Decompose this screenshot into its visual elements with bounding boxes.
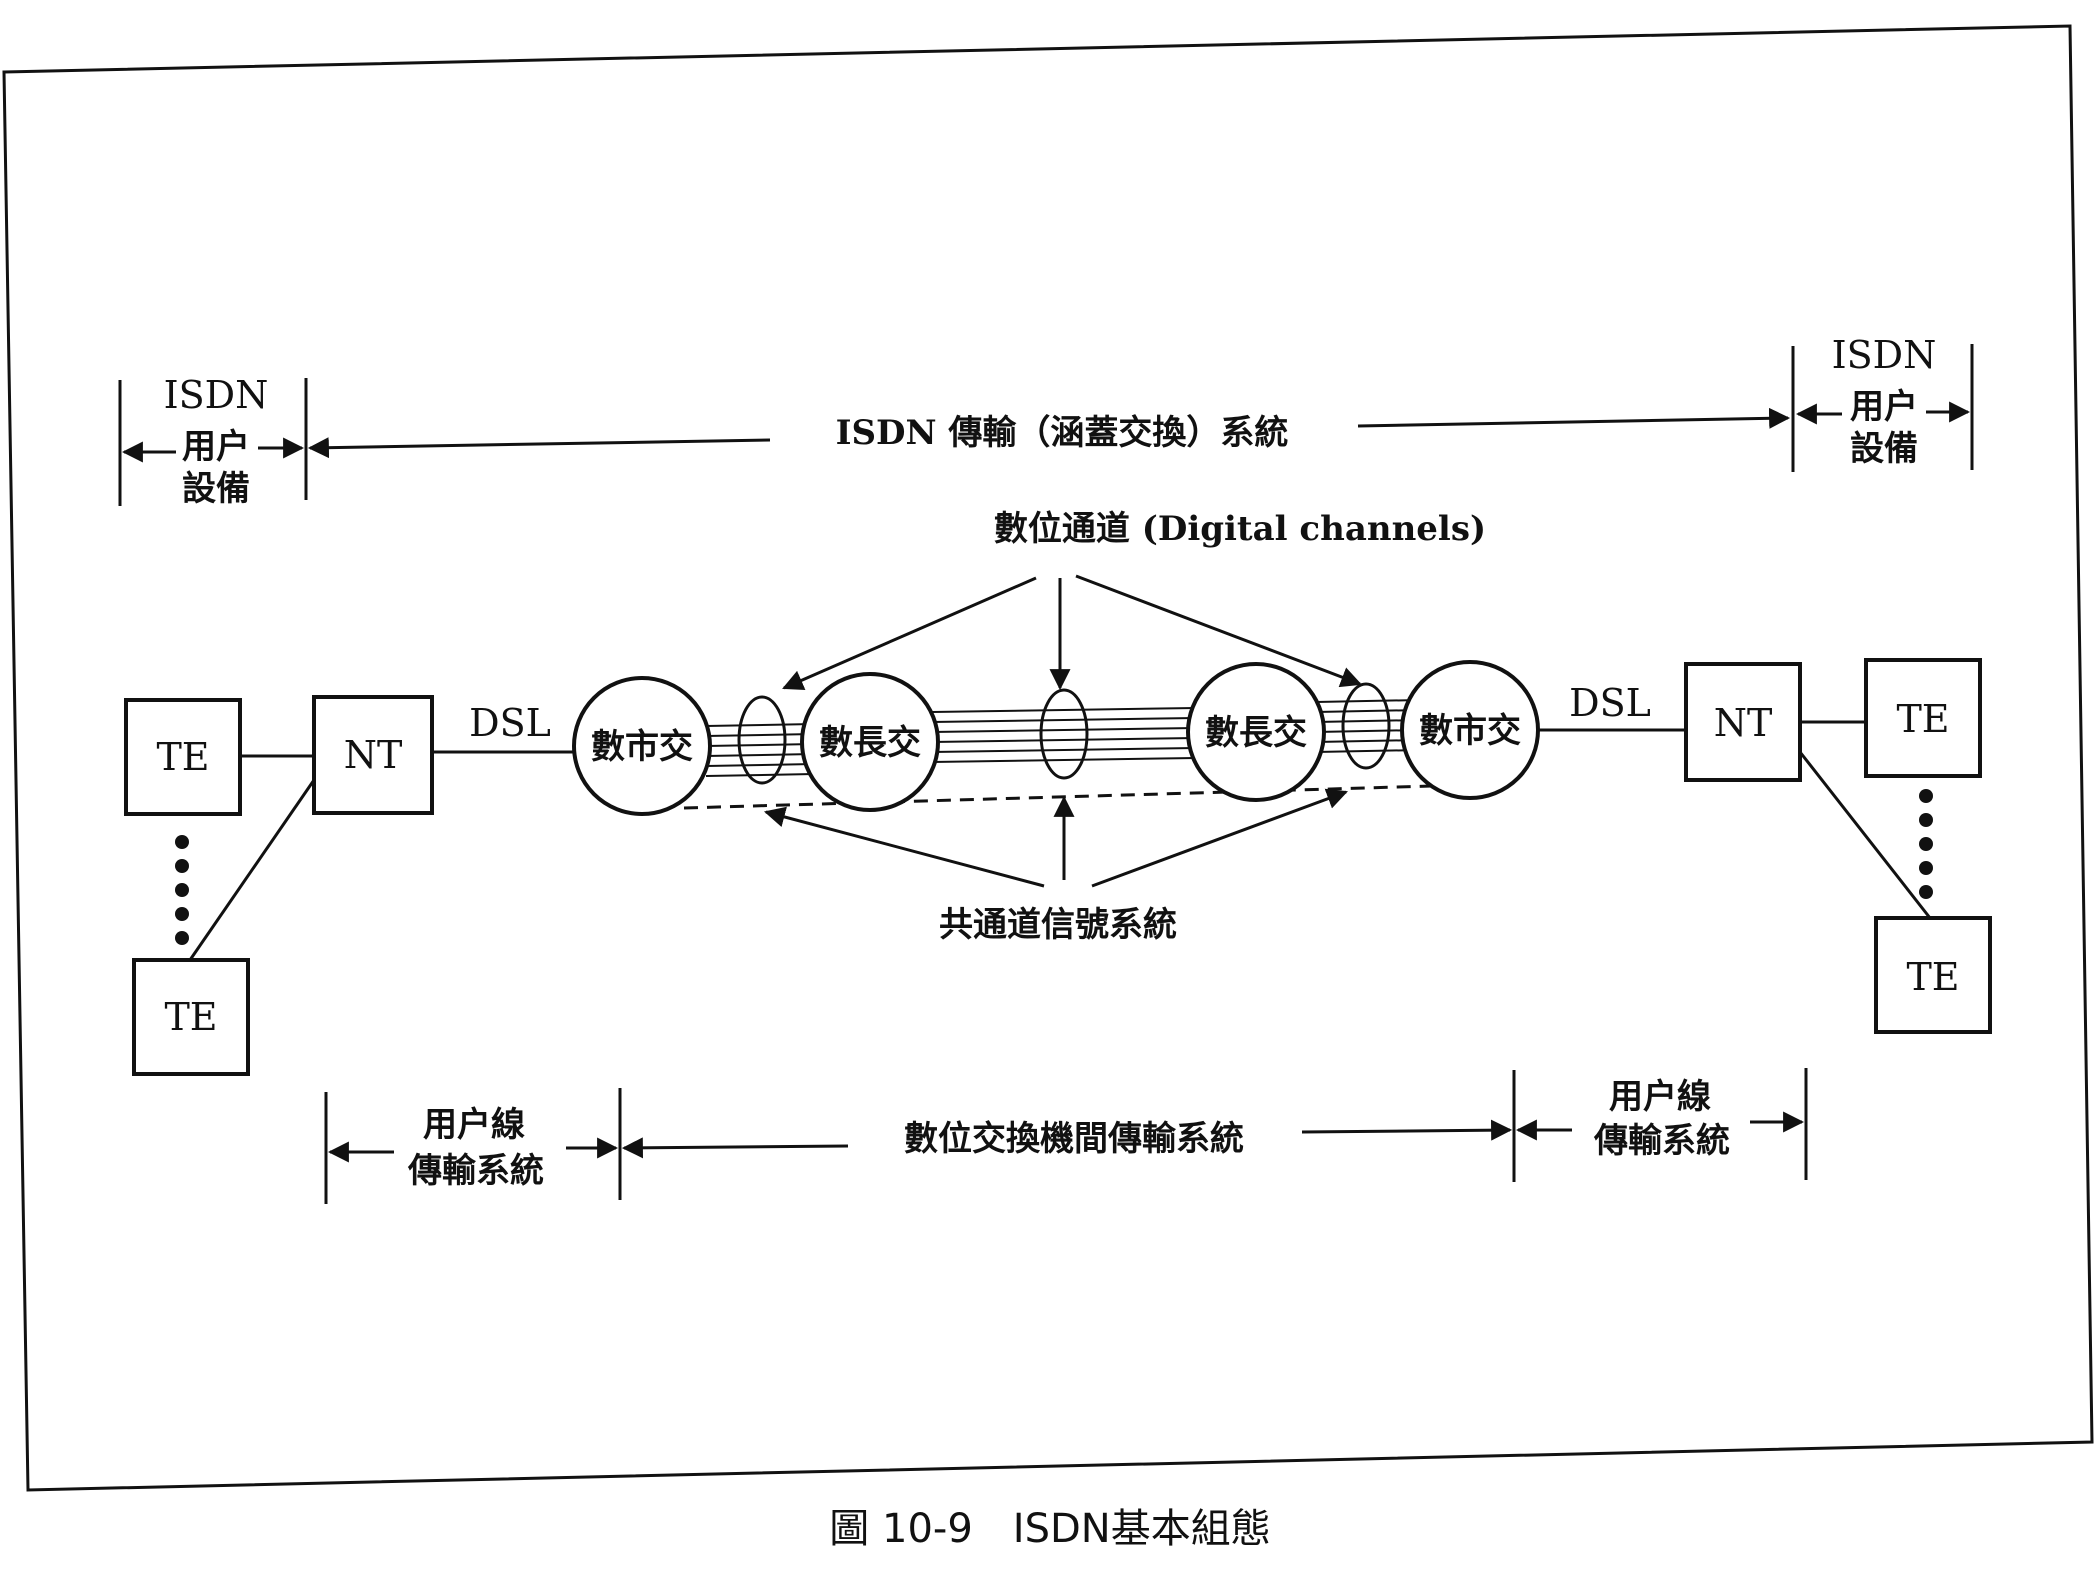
te-left-bottom — [132, 958, 250, 1076]
left-user-equipment-device: 設備 — [182, 469, 250, 509]
local-exchange-right-label: 數市交 — [1419, 711, 1521, 751]
top-dimension-lines — [118, 344, 1974, 506]
right-user-equipment-user: 用户 — [1850, 387, 1918, 427]
inter-exchange-label: 數位交換機間傳輸系統 — [904, 1119, 1244, 1159]
figure-caption: 圖 10-9 ISDN基本組態 — [829, 1506, 1270, 1552]
te-left-top-label: TE — [156, 735, 209, 779]
dsl-right-label: DSL — [1569, 681, 1651, 725]
digital-channel-arrows — [782, 574, 1362, 691]
left-subscriber-line-l2: 傳輸系統 — [407, 1151, 544, 1191]
te-right-top-label: TE — [1896, 697, 1949, 741]
local-exchange-right — [1400, 660, 1540, 800]
right-subscriber-line-l1: 用户線 — [1609, 1077, 1711, 1117]
outer-frame — [2, 24, 2094, 1492]
te-right-bottom-label: TE — [1906, 955, 1959, 999]
exchanges: 數市交 數長交 數長交 數市交 — [572, 660, 1540, 816]
left-subscriber-line-l1: 用户線 — [423, 1105, 525, 1145]
toll-exchange-left-label: 數長交 — [819, 723, 921, 763]
right-user-equipment-isdn: ISDN — [1832, 333, 1937, 377]
te-right-top — [1864, 658, 1982, 778]
nt-left — [312, 695, 434, 815]
toll-exchange-right — [1186, 662, 1326, 802]
left-terminals: TE TE NT DSL — [124, 695, 574, 1076]
left-ellipsis-dots — [175, 835, 189, 945]
nt-left-label: NT — [344, 733, 403, 777]
nt-right-label: NT — [1714, 701, 1773, 745]
te-right-bottom — [1874, 916, 1992, 1034]
toll-exchange-right-label: 數長交 — [1205, 713, 1307, 753]
right-ellipsis-dots — [1919, 789, 1933, 899]
right-subscriber-line-l2: 傳輸系統 — [1593, 1121, 1730, 1161]
right-terminals: NT TE TE DSL — [1534, 658, 1992, 1034]
left-user-equipment-isdn: ISDN — [164, 373, 269, 417]
common-channel-dashed-line — [683, 784, 1433, 810]
common-channel-label: 共通道信號系統 — [939, 905, 1177, 945]
te-left-bottom-label: TE — [164, 995, 217, 1039]
left-user-equipment-user: 用户 — [182, 427, 250, 467]
local-exchange-left-label: 數市交 — [591, 727, 693, 767]
digital-channels-label: 數位通道 (Digital channels) — [994, 509, 1486, 549]
dsl-left-label: DSL — [469, 701, 551, 745]
common-channel-arrows — [763, 788, 1348, 888]
local-exchange-left — [572, 676, 712, 816]
toll-exchange-left — [800, 672, 940, 812]
right-user-equipment-device: 設備 — [1850, 429, 1918, 469]
bottom-dimension-lines — [324, 1068, 1808, 1204]
transport-system-label: ISDN 傳輸（涵蓋交換）系統 — [836, 413, 1289, 453]
channel-bundles — [705, 682, 1421, 785]
